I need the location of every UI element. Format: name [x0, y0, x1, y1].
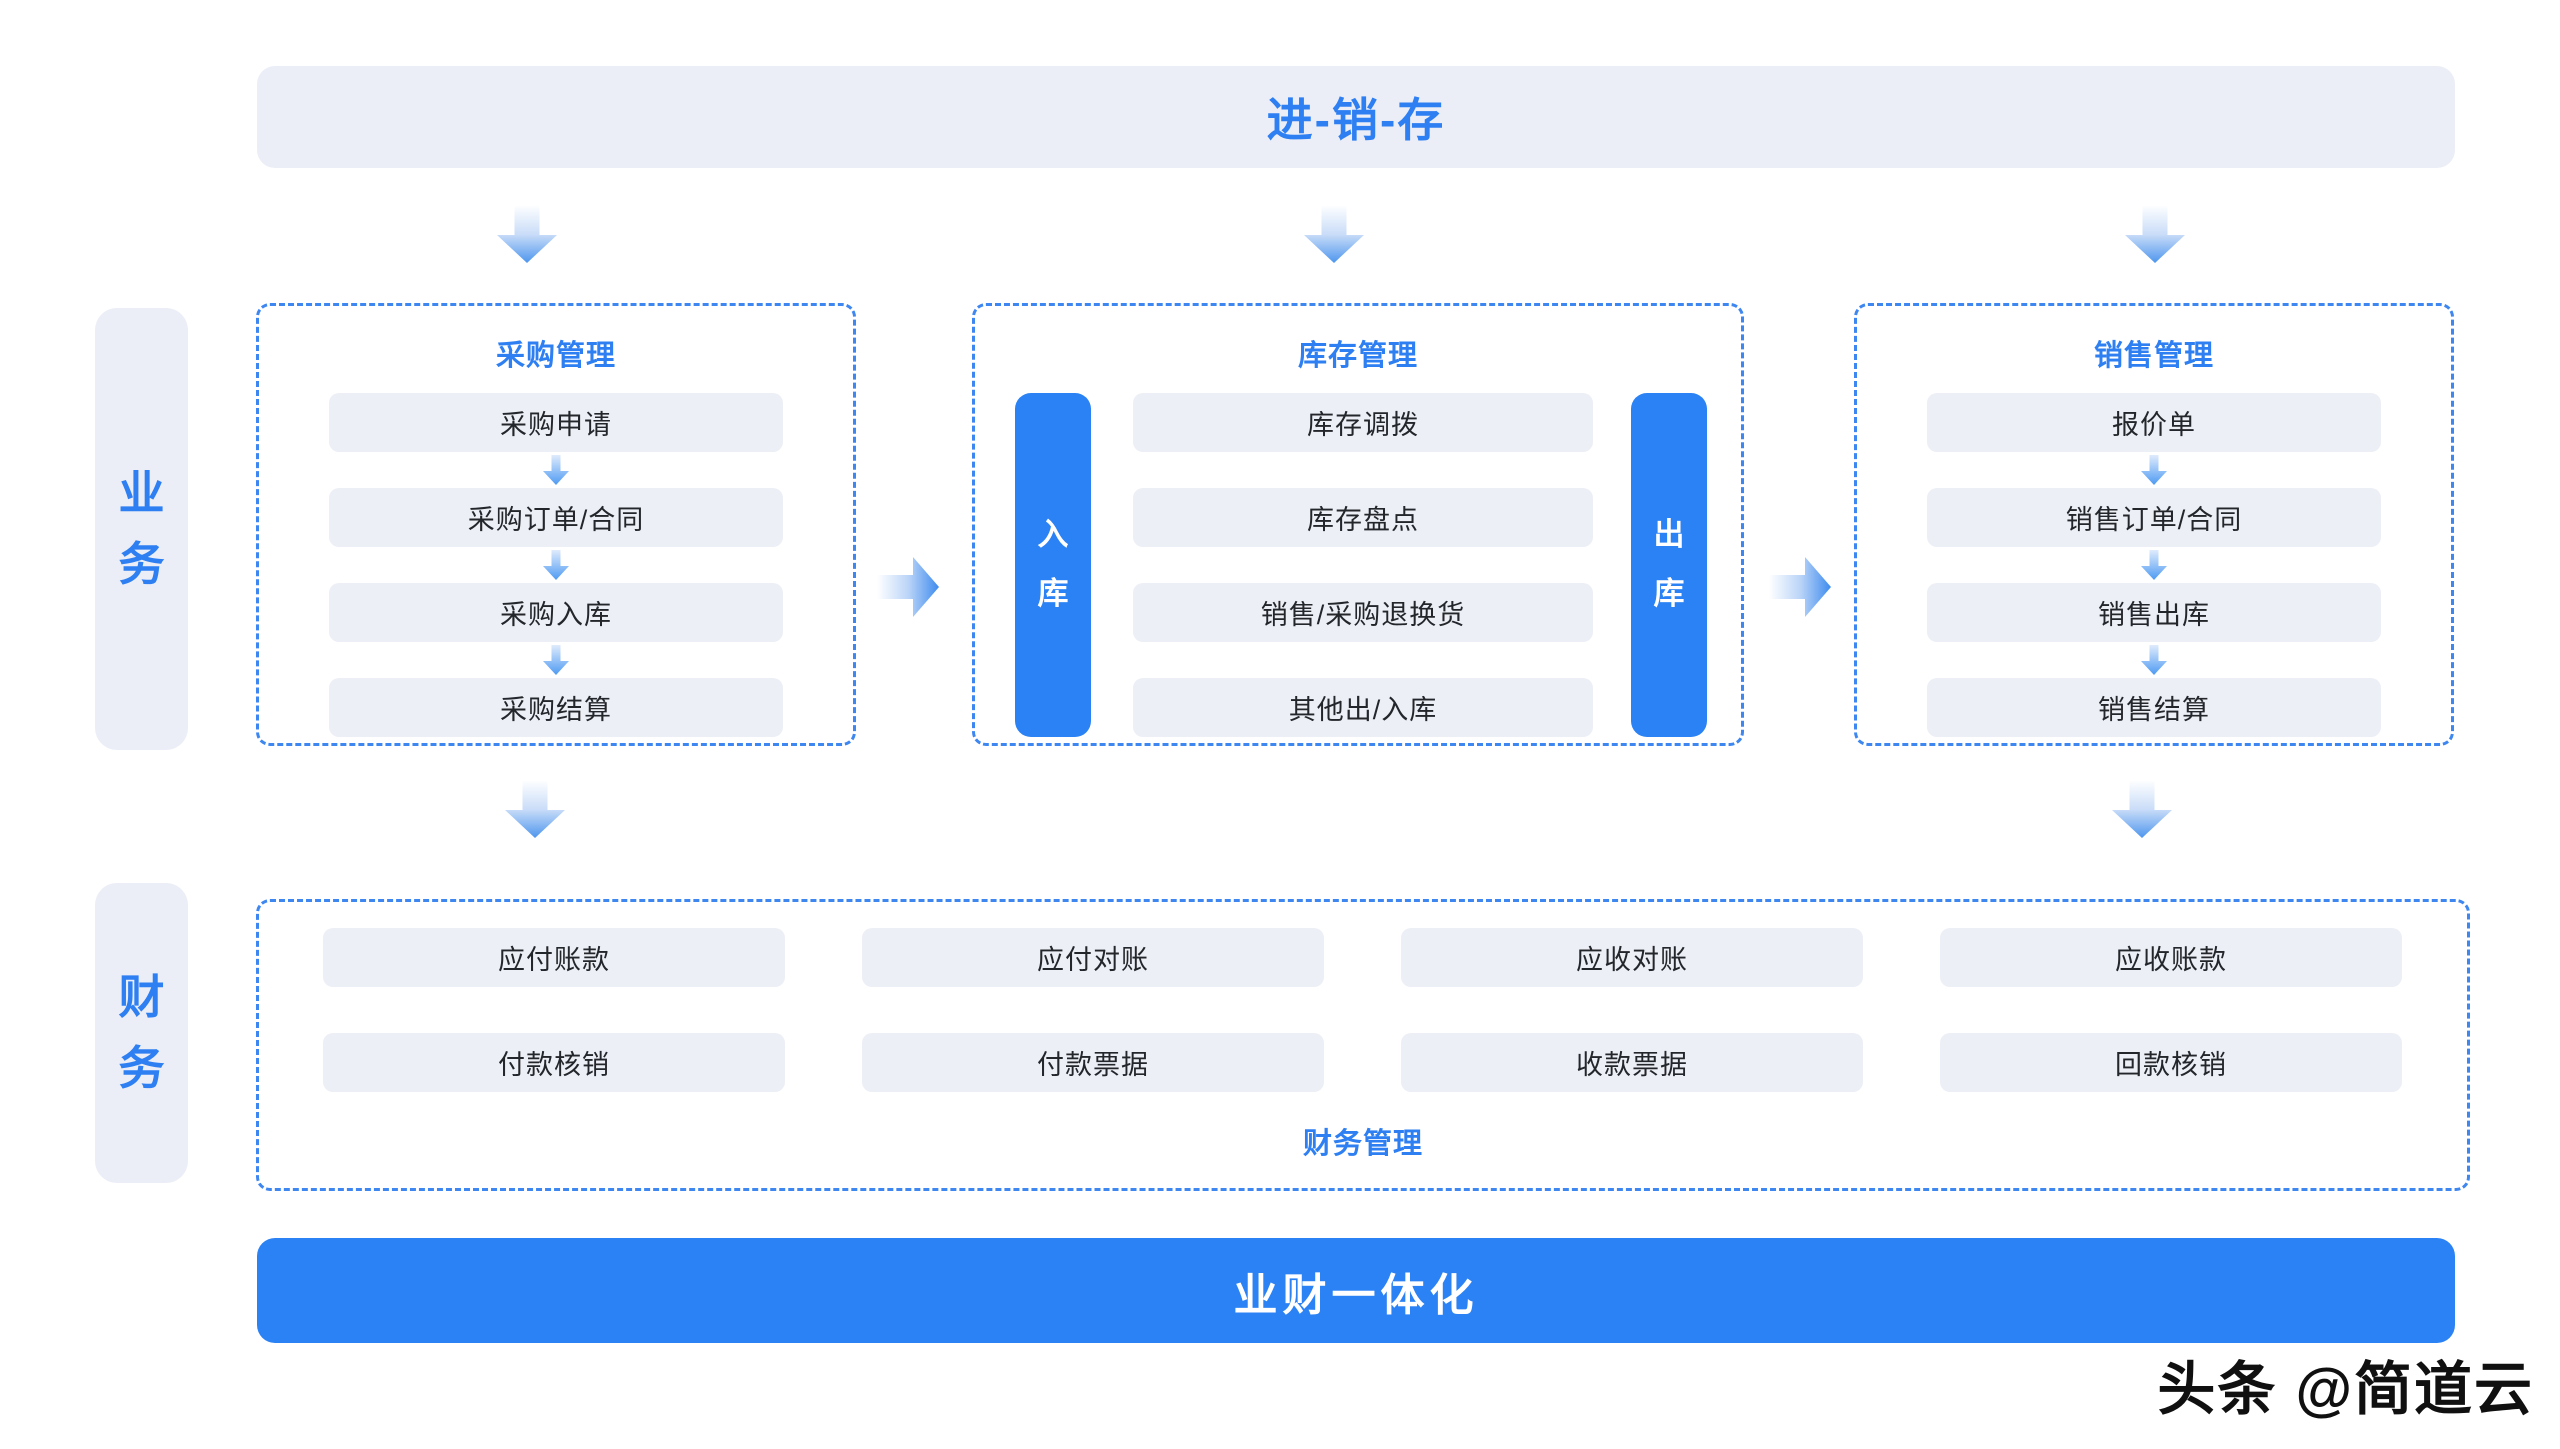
side-label-finance-text: 财务 [118, 970, 165, 1094]
right-arrow-icon [1769, 557, 1831, 617]
section-finance-title: 财务管理 [1302, 1128, 1423, 1160]
node-payment-bills: 付款票据 [862, 1033, 1324, 1092]
watermark-text: 头条 @简道云 [2157, 1357, 2534, 1422]
down-arrow-icon [543, 642, 569, 678]
node-payable-reconciliation: 应付对账 [862, 928, 1324, 987]
node-receipt-bills: 收款票据 [1401, 1033, 1863, 1092]
down-arrow-icon [2141, 452, 2167, 488]
node-purchase-request: 采购申请 [329, 393, 783, 452]
node-collection-writeoff: 回款核销 [1940, 1033, 2402, 1092]
node-stock-count: 库存盘点 [1133, 488, 1593, 547]
section-inventory-title: 库存管理 [1297, 340, 1418, 372]
node-payment-writeoff: 付款核销 [323, 1033, 785, 1092]
node-accounts-payable: 应付账款 [323, 928, 785, 987]
outbound-pill-label: 出库 [1653, 517, 1685, 611]
node-purchase-inbound: 采购入库 [329, 583, 783, 642]
page-title: 进-销-存 [1266, 94, 1446, 146]
finance-items: 应付账款 应付对账 应收对账 应收账款 付款核销 付款票据 收款票据 回款核销 [323, 928, 2402, 1092]
node-returns-exchanges: 销售/采购退换货 [1133, 583, 1593, 642]
down-arrow-icon [1304, 206, 1364, 263]
down-arrow-icon [543, 547, 569, 583]
outbound-pill: 出库 [1631, 393, 1707, 737]
section-inventory: 库存管理 入库 库存调拨 库存盘点 销售/采购退换货 其他出/入库 出库 [972, 303, 1744, 746]
header-bar: 进-销-存 [257, 66, 2455, 168]
down-arrow-icon [505, 781, 565, 838]
side-label-business: 业务 [95, 308, 188, 750]
node-other-in-out: 其他出/入库 [1133, 678, 1593, 737]
sales-flow: 报价单 销售订单/合同 销售出库 销售结算 [1927, 393, 2381, 737]
down-arrow-icon [2125, 206, 2185, 263]
down-arrow-icon [543, 452, 569, 488]
section-sales-title: 销售管理 [2093, 340, 2214, 372]
node-sales-outbound: 销售出库 [1927, 583, 2381, 642]
footer-bar-title: 业财一体化 [1233, 1270, 1479, 1320]
right-arrow-icon [877, 557, 939, 617]
section-sales: 销售管理 报价单 销售订单/合同 销售出库 销售结算 [1854, 303, 2454, 746]
down-arrow-icon [497, 206, 557, 263]
node-sales-settlement: 销售结算 [1927, 678, 2381, 737]
side-label-business-text: 业务 [118, 466, 165, 590]
node-accounts-receivable: 应收账款 [1940, 928, 2402, 987]
node-receivable-reconciliation: 应收对账 [1401, 928, 1863, 987]
node-sales-order: 销售订单/合同 [1927, 488, 2381, 547]
down-arrow-icon [2141, 642, 2167, 678]
inventory-items: 库存调拨 库存盘点 销售/采购退换货 其他出/入库 [1133, 393, 1593, 737]
footer-bar: 业财一体化 [257, 1238, 2455, 1343]
section-procurement-title: 采购管理 [495, 340, 616, 372]
node-quotation: 报价单 [1927, 393, 2381, 452]
inbound-pill-label: 入库 [1037, 517, 1069, 611]
section-finance: 应付账款 应付对账 应收对账 应收账款 付款核销 付款票据 收款票据 回款核销 … [256, 899, 2470, 1191]
down-arrow-icon [2112, 781, 2172, 838]
section-procurement: 采购管理 采购申请 采购订单/合同 采购入库 采购结算 [256, 303, 856, 746]
node-purchase-settlement: 采购结算 [329, 678, 783, 737]
side-label-finance: 财务 [95, 883, 188, 1183]
down-arrow-icon [2141, 547, 2167, 583]
node-purchase-order: 采购订单/合同 [329, 488, 783, 547]
node-stock-transfer: 库存调拨 [1133, 393, 1593, 452]
inbound-pill: 入库 [1015, 393, 1091, 737]
procurement-flow: 采购申请 采购订单/合同 采购入库 采购结算 [329, 393, 783, 737]
